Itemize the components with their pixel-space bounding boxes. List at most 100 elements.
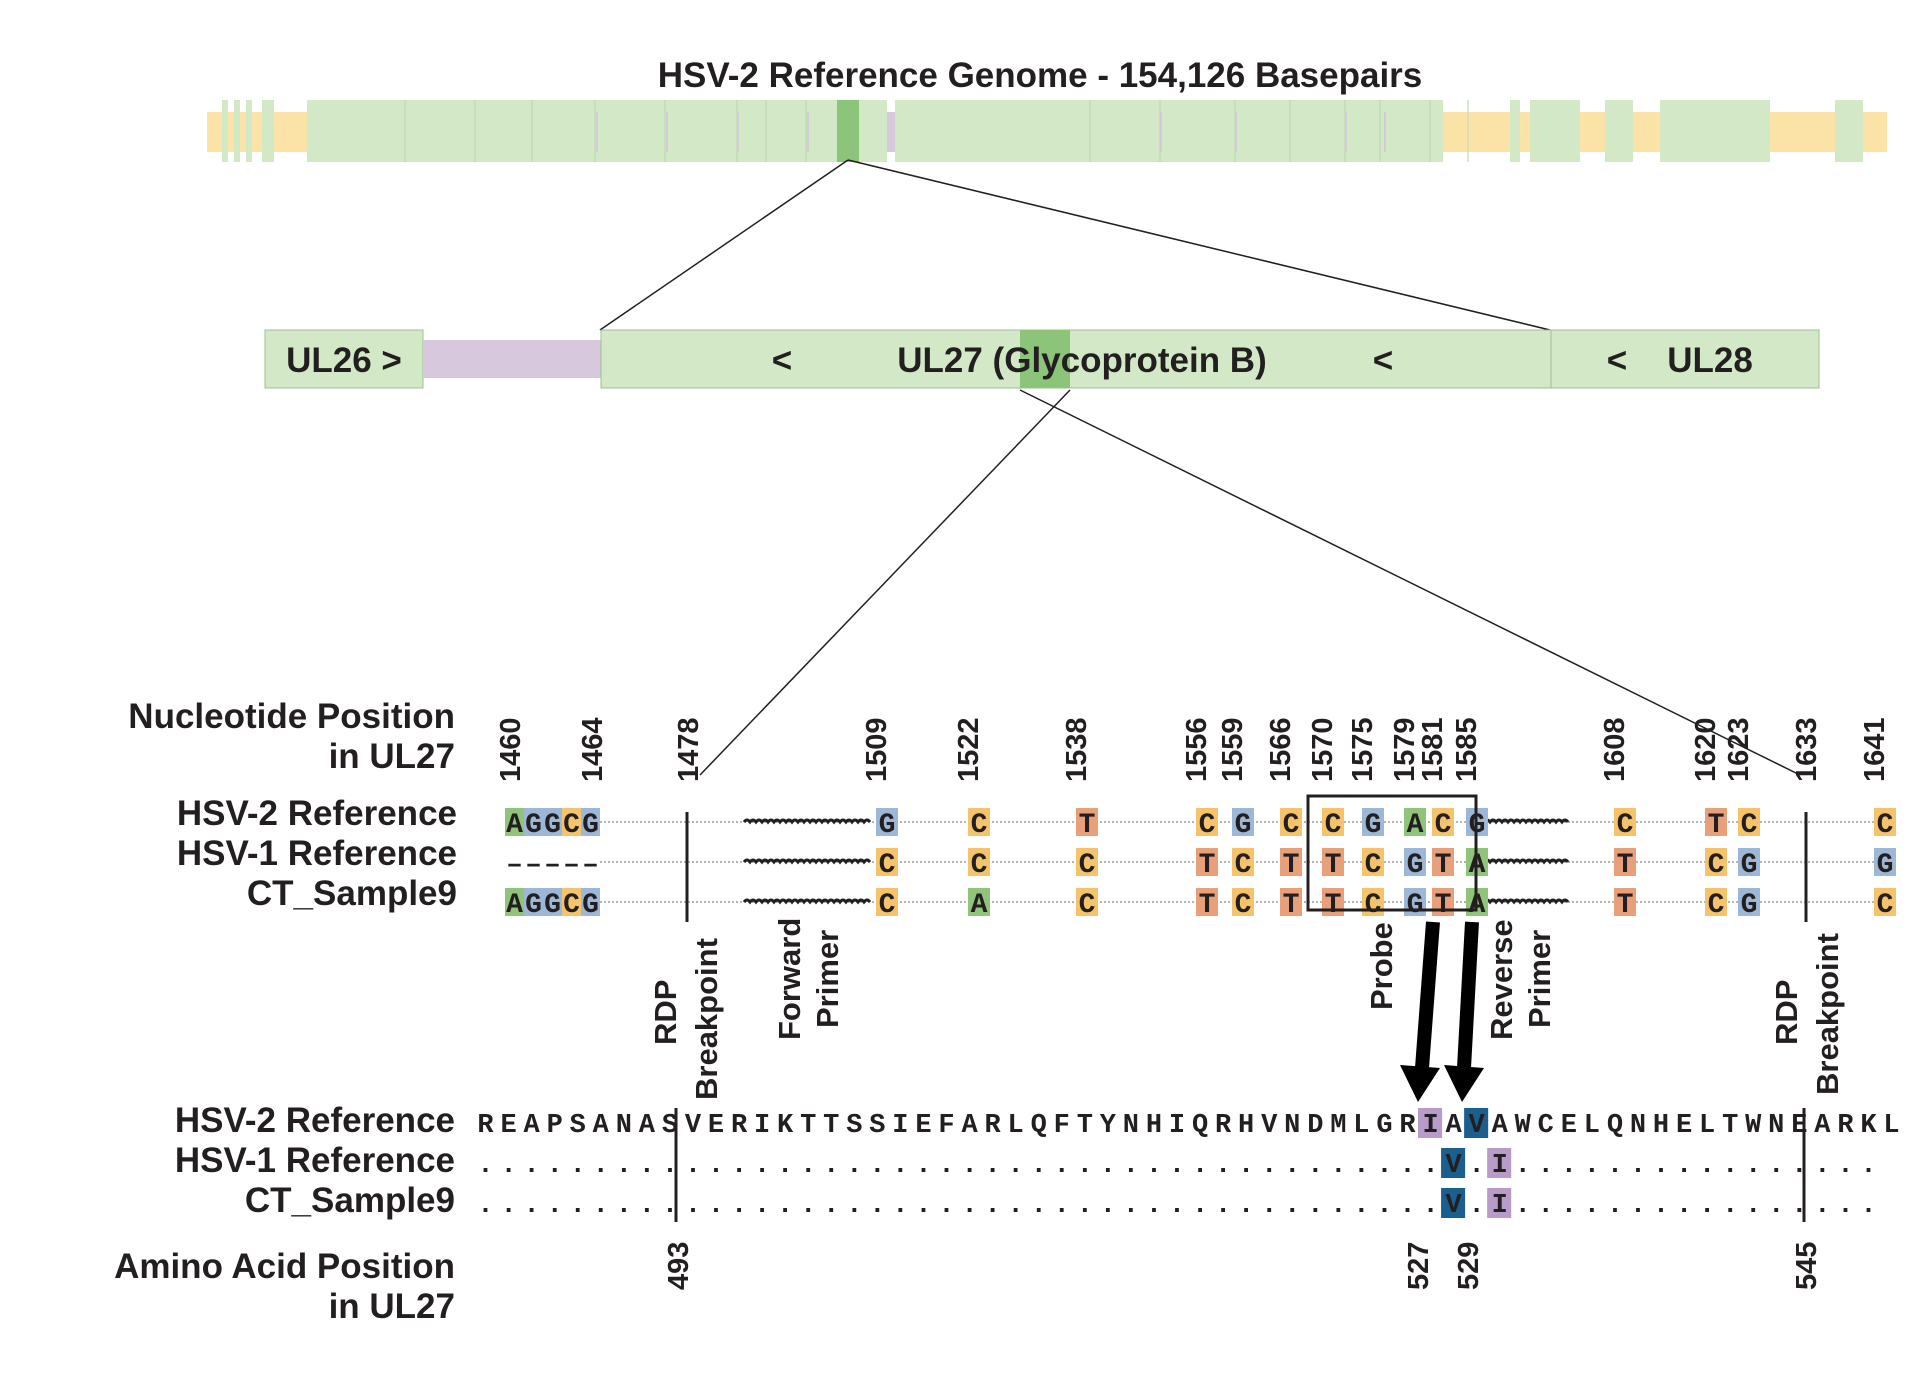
aa-residue: H: [1146, 1111, 1162, 1141]
nt-base: G: [582, 890, 599, 921]
aa-residue: .: [1538, 1191, 1554, 1221]
aa-residue: .: [570, 1151, 586, 1181]
aa-residue: .: [547, 1191, 563, 1221]
aa-residue: .: [1699, 1191, 1715, 1221]
aa-residue: .: [1607, 1191, 1623, 1221]
nt-cell-bg: [1404, 848, 1426, 876]
aa-residue: Y: [1100, 1111, 1117, 1141]
nt-cell-bg: [1280, 888, 1302, 916]
arrow-shaft-527: [1415, 921, 1440, 1069]
aa-residue: .: [1722, 1151, 1738, 1181]
aa-cell-bg: [1418, 1108, 1443, 1138]
nt-cell-bg: [1232, 848, 1254, 876]
aa-residue: .: [800, 1151, 816, 1181]
genome-amplicon-highlight: [837, 100, 859, 162]
genome-title: HSV-2 Reference Genome - 154,126 Basepai…: [658, 56, 1423, 95]
nt-position-1460: 1460: [495, 717, 527, 782]
aa-residue: .: [823, 1191, 839, 1221]
nt-base: C: [1708, 890, 1725, 921]
genome-intergenic-tick: [1160, 112, 1162, 152]
genome-intergenic-tick: [1235, 112, 1237, 152]
aa-residue: .: [1215, 1191, 1231, 1221]
aa-residue: E: [1561, 1111, 1577, 1141]
nt-base: G: [1235, 810, 1252, 841]
aa-residue: .: [1745, 1151, 1761, 1181]
nt-base: C: [971, 810, 988, 841]
aa-residue: .: [1284, 1191, 1300, 1221]
nt-cell-bg: [1614, 808, 1636, 836]
nt-base: –: [544, 850, 561, 881]
aa-residue: .: [1399, 1191, 1415, 1221]
aa-residue: R: [731, 1111, 748, 1141]
aa-residue: T: [800, 1111, 816, 1141]
aa-residue: W: [1745, 1111, 1762, 1141]
aa-residue: .: [731, 1191, 747, 1221]
aa-residue: R: [985, 1111, 1002, 1141]
nt-position-1608: 1608: [1599, 717, 1631, 782]
genome-intergenic-tick: [666, 112, 668, 152]
aa-residue: F: [1054, 1111, 1070, 1141]
nt-base: C: [1708, 850, 1725, 881]
primer-squiggle: [1476, 858, 1570, 865]
aa-residue: .: [1814, 1191, 1830, 1221]
nt-base: C: [1617, 810, 1634, 841]
aa-residue: V: [1445, 1191, 1462, 1221]
aa-residue: .: [1653, 1151, 1669, 1181]
aa-residue: I: [1492, 1151, 1508, 1181]
genome-block: [887, 112, 895, 152]
aa-residue: .: [500, 1151, 516, 1181]
gene-ul26: [264, 329, 424, 389]
aa-residue: I: [1492, 1191, 1508, 1221]
aa-residue: E: [915, 1111, 931, 1141]
nt-position-1581: 1581: [1417, 717, 1449, 782]
reverse-primer-line1: Reverse: [1484, 919, 1519, 1040]
nt-base: C: [1365, 850, 1382, 881]
nt-base: C: [1435, 810, 1452, 841]
aa-residue: .: [1561, 1191, 1577, 1221]
aa-residue: N: [1768, 1111, 1784, 1141]
nt-cell-bg: [1232, 808, 1254, 836]
aa-residue: .: [1630, 1191, 1646, 1221]
rdp-left-line2: Breakpoint: [689, 938, 724, 1100]
nt-cell-bg: [876, 888, 898, 916]
aa-residue: .: [1422, 1151, 1438, 1181]
genome-intergenic-tick: [807, 112, 809, 152]
aa-residue: .: [1330, 1191, 1346, 1221]
aa-residue: .: [1054, 1191, 1070, 1221]
aa-residue: .: [477, 1191, 493, 1221]
nt-cell-bg: [1738, 888, 1760, 916]
aa-residue: R: [1399, 1111, 1416, 1141]
genome-block: [262, 100, 274, 162]
aa-residue: .: [985, 1151, 1001, 1181]
genome-intergenic-tick: [1384, 112, 1386, 152]
direction-arrow-left: <: [772, 341, 792, 380]
aa-residue: .: [1860, 1151, 1876, 1181]
nt-position-1623: 1623: [1723, 717, 1755, 782]
nt-base: G: [1407, 890, 1424, 921]
aa-residue: G: [1376, 1111, 1392, 1141]
aa-residue: .: [1100, 1191, 1116, 1221]
aa-residue: N: [1284, 1111, 1300, 1141]
nt-base: G: [525, 890, 542, 921]
nt-cell-bg: [876, 808, 898, 836]
aa-residue: .: [1008, 1191, 1024, 1221]
nt-cell-bg: [1404, 808, 1426, 836]
aa-residue: .: [1699, 1151, 1715, 1181]
aa-residue: A: [1814, 1111, 1831, 1141]
aa-residue: .: [1284, 1151, 1300, 1181]
nt-cell-bg: [543, 808, 562, 836]
aa-residue: .: [1238, 1191, 1254, 1221]
nt-position-1641: 1641: [1859, 717, 1891, 782]
zoom-line-left-2: [699, 389, 1071, 776]
nt-base: A: [506, 810, 523, 841]
nt-base: C: [563, 890, 580, 921]
mutation-arrows: [1400, 921, 1484, 1102]
rdp-left-line1: RDP: [648, 980, 683, 1045]
aa-residue: .: [1469, 1191, 1485, 1221]
nt-cell-bg: [1280, 848, 1302, 876]
nt-cell-bg: [1874, 808, 1896, 836]
nt-position-1559: 1559: [1217, 717, 1249, 782]
nt-cell-bg: [968, 888, 990, 916]
nt-cell-bg: [1076, 888, 1098, 916]
nt-cell-bg: [1874, 888, 1896, 916]
